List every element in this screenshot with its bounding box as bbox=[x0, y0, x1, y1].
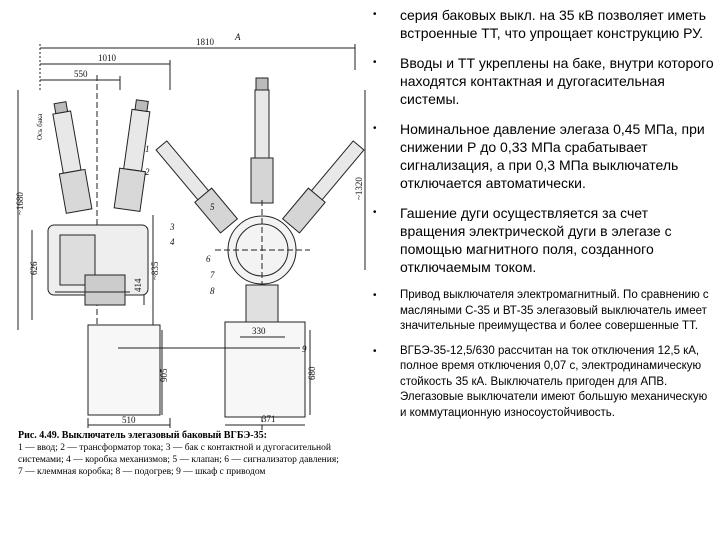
dim-label-414: 414 bbox=[133, 278, 143, 292]
callout-6: 6 bbox=[206, 254, 211, 264]
bullet-dot-icon: • bbox=[373, 9, 377, 20]
dim-label-680: 680 bbox=[307, 366, 317, 380]
right-view bbox=[155, 77, 366, 430]
caption-line: системами; 4 — коробка механизмов; 5 — к… bbox=[18, 455, 339, 465]
bullet-item: • Гашение дуги осуществляется за счет вра… bbox=[366, 204, 716, 276]
technical-drawing: 1810 1010 550 A ~1680 ~1320 626 ~835 414… bbox=[15, 32, 366, 430]
callout-7: 7 bbox=[210, 270, 215, 280]
callout-5: 5 bbox=[210, 202, 215, 212]
bullet-item: • Номинальное давление элегаза 0,45 МПа, … bbox=[366, 120, 716, 192]
tank-axis-label: Ось бака bbox=[36, 113, 44, 140]
callout-1: 1 bbox=[145, 144, 150, 154]
dim-label-1010: 1010 bbox=[98, 53, 117, 63]
dim-label-1680: ~1680 bbox=[15, 192, 25, 215]
bullet-dot-icon: • bbox=[373, 123, 377, 134]
bullet-dot-icon: • bbox=[373, 207, 377, 218]
caption-line: 1 — ввод; 2 — трансформатор тока; 3 — ба… bbox=[18, 443, 331, 453]
bullet-item: • Вводы и ТТ укреплены на баке, внутри ко… bbox=[366, 54, 716, 108]
dim-label-510: 510 bbox=[122, 415, 136, 425]
dim-label-550: 550 bbox=[74, 69, 88, 79]
dim-label-1320: ~1320 bbox=[354, 177, 364, 200]
bullet-dot-icon: • bbox=[373, 290, 377, 301]
caption-title: Рис. 4.49. Выключатель элегазовый баковы… bbox=[18, 430, 267, 441]
dim-label-1810: 1810 bbox=[196, 37, 215, 47]
callout-4: 4 bbox=[170, 237, 175, 247]
callout-2: 2 bbox=[145, 167, 150, 177]
bullet-text: Номинальное давление элегаза 0,45 МПа, п… bbox=[400, 121, 705, 191]
bullet-item: • Привод выключателя электромагнитный. По… bbox=[366, 288, 716, 335]
bullet-item: • серия баковых выкл. на 35 кВ позволяет … bbox=[366, 6, 716, 42]
bullet-dot-icon: • bbox=[373, 345, 377, 357]
dim-label-330: 330 bbox=[252, 326, 266, 336]
bullet-dot-icon: • bbox=[373, 57, 377, 68]
bullet-text: Привод выключателя электромагнитный. По … bbox=[400, 289, 709, 332]
dim-label-371: 371 bbox=[262, 414, 276, 424]
dim-label-905: 905 bbox=[159, 368, 169, 382]
dim-label-835: ~835 bbox=[150, 261, 160, 280]
bullet-text: Вводы и ТТ укреплены на баке, внутри кот… bbox=[400, 55, 714, 107]
callout-3: 3 bbox=[169, 222, 175, 232]
dim-label-a: A bbox=[234, 32, 241, 42]
bullet-item: • ВГБЭ-35-12,5/630 рассчитан на ток отклю… bbox=[366, 344, 716, 422]
callout-8: 8 bbox=[210, 286, 215, 296]
callout-9: 9 bbox=[302, 344, 307, 354]
drive-cabinet-front bbox=[224, 321, 306, 418]
bullet-text: серия баковых выкл. на 35 кВ позволяет и… bbox=[400, 7, 706, 41]
dim-label-537: 537 bbox=[262, 429, 276, 430]
left-view bbox=[47, 75, 171, 428]
breaker-drawing-figure: 1810 1010 550 A ~1680 ~1320 626 ~835 414… bbox=[10, 30, 370, 500]
drive-cabinet-side bbox=[87, 324, 161, 416]
caption-line: 7 — клеммная коробка; 8 — подогрев; 9 — … bbox=[18, 467, 266, 477]
dim-label-626: 626 bbox=[29, 261, 39, 275]
bullet-list: • серия баковых выкл. на 35 кВ позволяет … bbox=[366, 6, 716, 430]
figure-caption: Рис. 4.49. Выключатель элегазовый баковы… bbox=[18, 430, 370, 478]
bullet-text: Гашение дуги осуществляется за счет вращ… bbox=[400, 205, 672, 275]
bullet-text: ВГБЭ-35-12,5/630 рассчитан на ток отключ… bbox=[400, 344, 708, 419]
